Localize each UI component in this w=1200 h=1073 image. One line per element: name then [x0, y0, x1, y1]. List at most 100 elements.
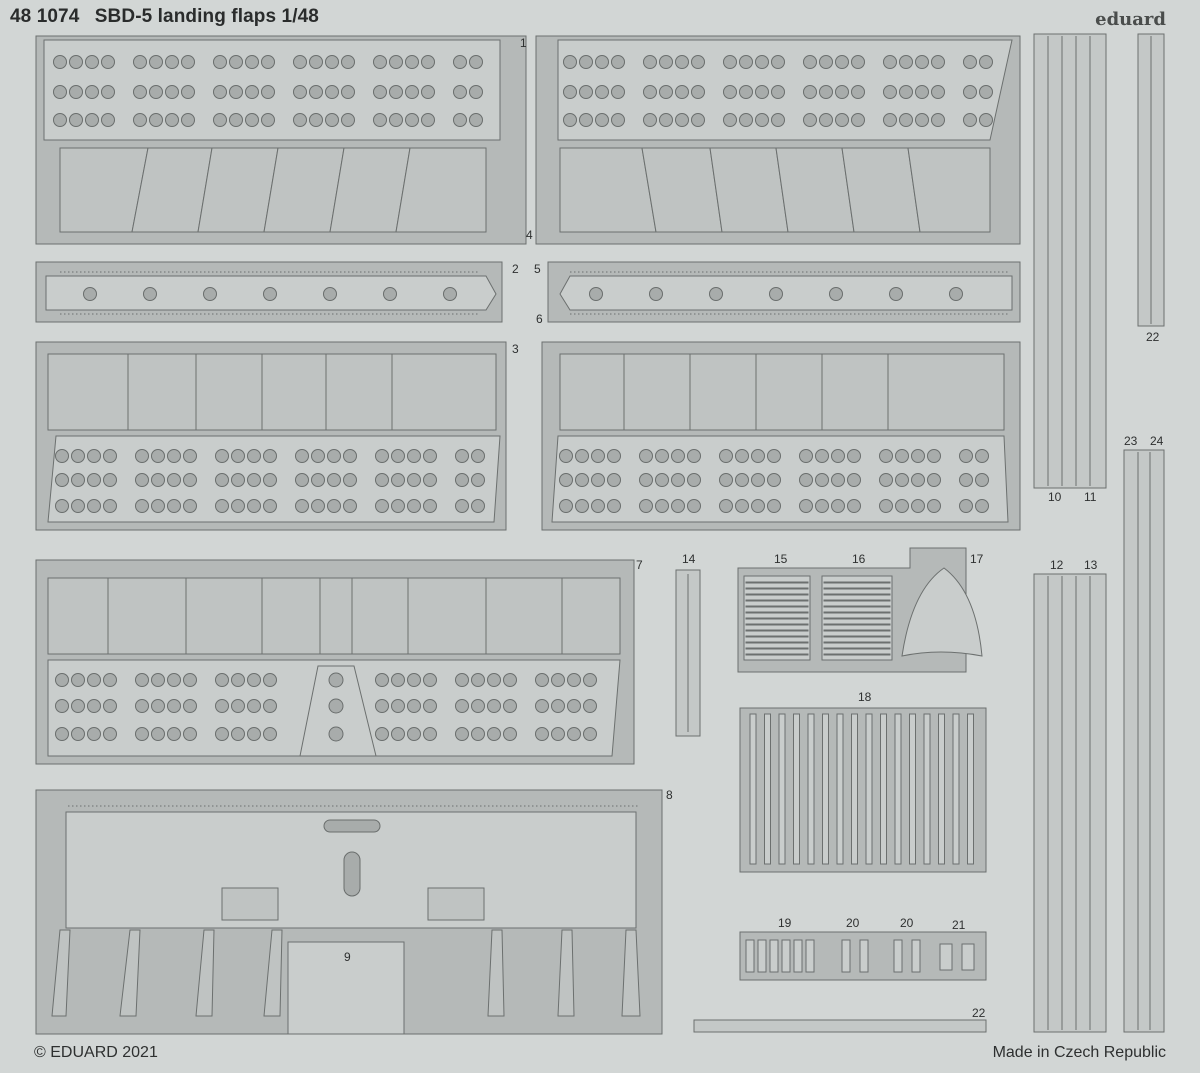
rivet-hole: [341, 55, 355, 69]
rivet-hole: [835, 55, 849, 69]
rivet-hole: [71, 727, 85, 741]
rivet-hole: [69, 113, 83, 127]
part-label-21: 21: [952, 918, 966, 932]
rivet-hole: [55, 727, 69, 741]
rivet-hole: [767, 499, 781, 513]
part-12-13-strips: [1033, 573, 1107, 1033]
rivet-hole: [643, 85, 657, 99]
rivet-hole: [135, 499, 149, 513]
rivet-hole: [263, 673, 277, 687]
rivet-hole: [927, 499, 941, 513]
rivet-hole: [915, 113, 929, 127]
part-label-7: 7: [636, 558, 643, 572]
rivet-hole: [899, 85, 913, 99]
rivet-hole: [535, 699, 549, 713]
rivet-hole: [803, 55, 817, 69]
rivet-hole: [803, 113, 817, 127]
clip-strip: [880, 713, 887, 865]
rivet-hole: [751, 473, 765, 487]
rivet-hole: [803, 85, 817, 99]
rivet-hole: [293, 113, 307, 127]
rivet-hole: [847, 449, 861, 463]
rivet-hole: [325, 85, 339, 99]
rivet-hole: [135, 699, 149, 713]
rivet-hole: [203, 287, 217, 301]
hinge-part: [859, 939, 869, 973]
rivet-hole: [309, 85, 323, 99]
part-label-4: 4: [526, 228, 533, 242]
rivet-hole: [551, 699, 565, 713]
rivet-hole: [375, 727, 389, 741]
rivet-hole: [655, 499, 669, 513]
etch-line: [823, 647, 891, 650]
rivet-hole: [975, 449, 989, 463]
rivet-hole: [327, 473, 341, 487]
rivet-hole: [133, 113, 147, 127]
rivet-hole: [559, 449, 573, 463]
copyright-text: © EDUARD 2021: [34, 1044, 158, 1061]
part-label-9: 9: [344, 950, 351, 964]
etch-line: [823, 611, 891, 614]
rivet-hole: [231, 673, 245, 687]
rivet-hole: [263, 287, 277, 301]
rivet-hole: [799, 473, 813, 487]
rivet-hole: [851, 55, 865, 69]
etch-line: [745, 647, 809, 650]
rivet-hole: [735, 449, 749, 463]
rivet-hole: [245, 113, 259, 127]
rivet-hole: [87, 699, 101, 713]
rivet-hole: [611, 113, 625, 127]
rivet-hole: [55, 499, 69, 513]
rivet-holes: [53, 55, 993, 742]
rivet-hole: [373, 113, 387, 127]
part-label-20a: 20: [846, 916, 860, 930]
rivet-hole: [767, 449, 781, 463]
rivet-hole: [103, 673, 117, 687]
rivet-hole: [675, 55, 689, 69]
rivet-hole: [263, 473, 277, 487]
rivet-hole: [53, 113, 67, 127]
rivet-hole: [471, 727, 485, 741]
rivet-hole: [675, 113, 689, 127]
clip-strip: [807, 713, 815, 865]
rivet-hole: [183, 449, 197, 463]
rivet-hole: [719, 449, 733, 463]
rivet-hole: [931, 113, 945, 127]
rivet-hole: [181, 55, 195, 69]
part-label-18: 18: [858, 690, 872, 704]
rivet-hole: [215, 673, 229, 687]
rivet-hole: [899, 55, 913, 69]
slot-details: [745, 581, 975, 973]
hinge-part: [893, 939, 903, 973]
rivet-hole: [899, 113, 913, 127]
etch-line: [745, 629, 809, 632]
rivet-hole: [215, 699, 229, 713]
rivet-hole: [739, 55, 753, 69]
rivet-hole: [87, 727, 101, 741]
rivet-hole: [879, 449, 893, 463]
part-label-19: 19: [778, 916, 792, 930]
rivet-hole: [535, 727, 549, 741]
rivet-hole: [151, 499, 165, 513]
rivet-hole: [423, 673, 437, 687]
rivet-hole: [975, 499, 989, 513]
rivet-hole: [639, 499, 653, 513]
rivet-hole: [375, 699, 389, 713]
rivet-hole: [595, 55, 609, 69]
rivet-hole: [247, 699, 261, 713]
rivet-hole: [261, 85, 275, 99]
rivet-hole: [675, 85, 689, 99]
rivet-hole: [55, 449, 69, 463]
rivet-hole: [295, 499, 309, 513]
rivet-hole: [643, 113, 657, 127]
rivet-hole: [423, 699, 437, 713]
rivet-hole: [231, 699, 245, 713]
rivet-hole: [655, 449, 669, 463]
rivet-hole: [323, 287, 337, 301]
etch-line: [823, 623, 891, 626]
part-label-15: 15: [774, 552, 788, 566]
rivet-hole: [767, 473, 781, 487]
rivet-hole: [607, 449, 621, 463]
part-22-upper-strip: [1137, 33, 1165, 327]
rivet-hole: [391, 449, 405, 463]
